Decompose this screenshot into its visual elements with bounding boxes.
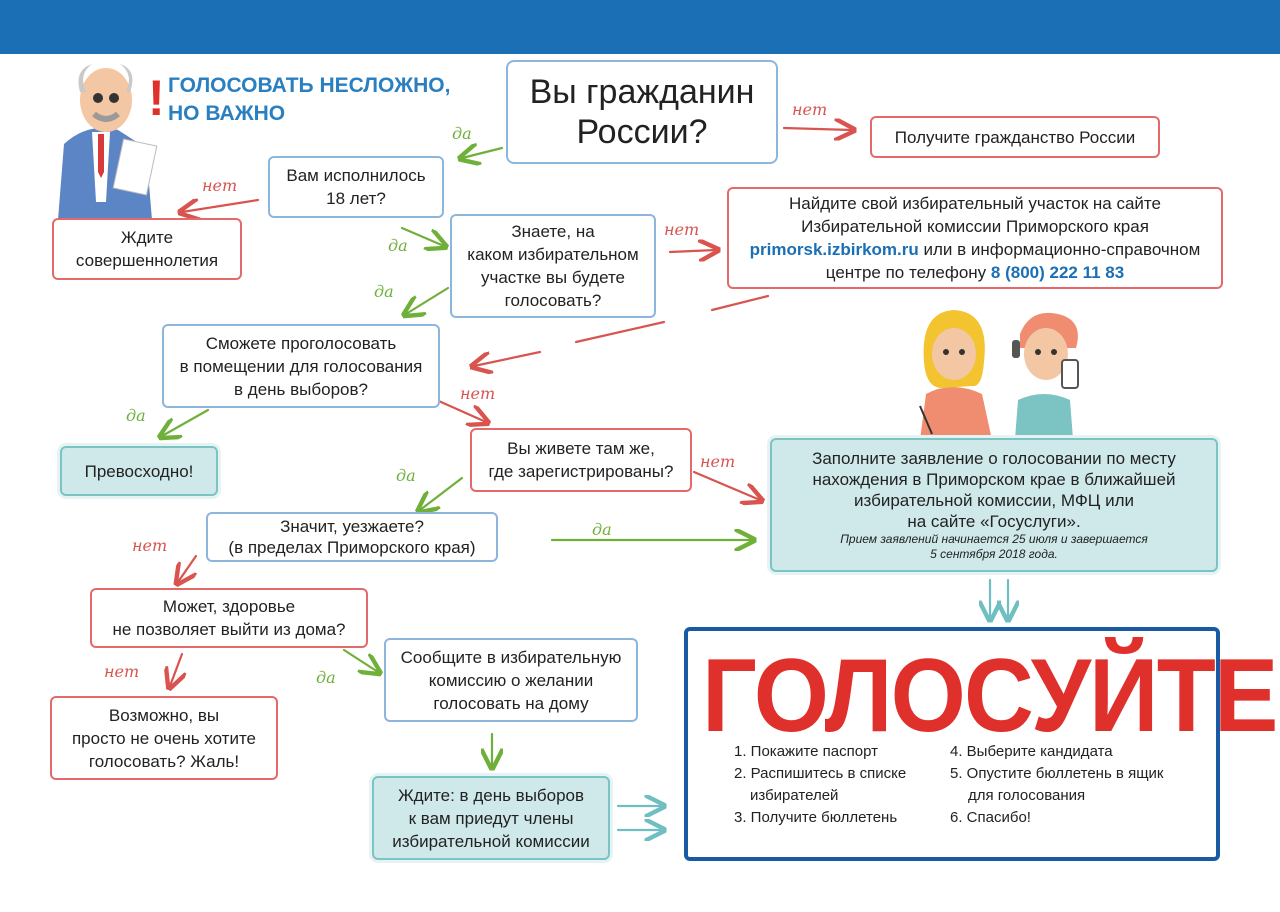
node-leaving-question: Значит, уезжаете?(в пределах Приморского… xyxy=(206,512,498,562)
label-yes: да xyxy=(592,520,612,539)
hotline-phone[interactable]: 8 (800) 222 11 83 xyxy=(990,263,1125,282)
label-no: нет xyxy=(132,536,168,555)
node-apply-absentee: Заполните заявление о голосовании по мес… xyxy=(770,438,1218,572)
exclamation-mark: ! xyxy=(148,70,165,126)
izbirkom-link[interactable]: primorsk.izbirkom.ru xyxy=(749,240,919,259)
label-yes: да xyxy=(396,466,416,485)
node-excellent: Превосходно! xyxy=(60,446,218,496)
application-dates-note: Прием заявлений начинается 25 июля и зав… xyxy=(840,532,1148,546)
node-get-citizenship: Получите гражданство России xyxy=(870,116,1160,158)
node-live-same-question: Вы живете там же,где зарегистрированы? xyxy=(470,428,692,492)
label-yes: да xyxy=(316,668,336,687)
label-no: нет xyxy=(104,662,140,681)
vote-steps-right: 4. Выберите кандидата 5. Опустите бюллет… xyxy=(950,743,1164,826)
node-vote-box xyxy=(684,627,1220,861)
poster-title: ГОЛОСОВАТЬ НЕСЛОЖНО, НО ВАЖНО xyxy=(168,74,451,125)
operator-illustration xyxy=(1012,312,1079,452)
label-no: нет xyxy=(700,452,736,471)
top-banner xyxy=(0,0,1280,54)
vote-steps-left: 1. Покажите паспорт 2. Распишитесь в спи… xyxy=(734,743,907,826)
label-yes: да xyxy=(388,236,408,255)
label-no: нет xyxy=(664,220,700,239)
old-man-illustration xyxy=(58,64,158,220)
label-no: нет xyxy=(202,176,238,195)
node-find-station: Найдите свой избирательный участок на са… xyxy=(727,187,1223,289)
label-no: нет xyxy=(460,384,496,403)
label-yes: да xyxy=(126,406,146,425)
label-yes: да xyxy=(374,282,394,301)
vote-headline: ГОЛОСУЙТЕ! xyxy=(702,638,1280,754)
label-yes: да xyxy=(452,124,472,143)
label-no: нет xyxy=(792,100,828,119)
woman-illustration xyxy=(919,310,992,440)
